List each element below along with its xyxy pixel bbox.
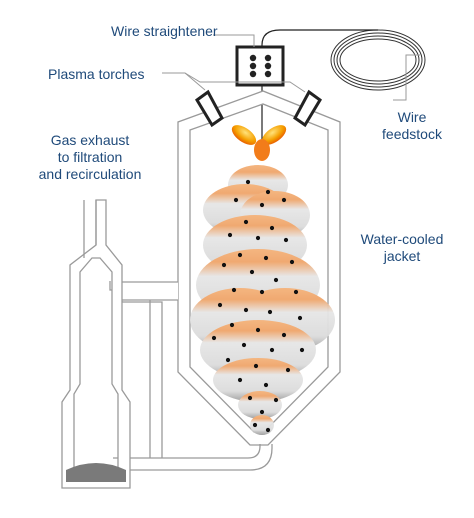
powder-particle xyxy=(233,197,239,203)
powder-particle xyxy=(253,363,259,369)
label-gas-exhaust-line3: and recirculation xyxy=(38,166,142,182)
powder-particle xyxy=(237,377,243,383)
powder-particle xyxy=(227,232,233,238)
powder-particle xyxy=(299,347,305,353)
powder-particle xyxy=(252,422,258,428)
label-gas-exhaust-line2: to filtration xyxy=(57,149,123,165)
powder-particle xyxy=(285,367,291,373)
plasma-torch-left xyxy=(195,89,257,145)
powder-particle xyxy=(221,262,227,268)
label-wire-feedstock-line1: Wire xyxy=(397,109,427,125)
label-wire-straightener: Wire straightener xyxy=(111,23,218,39)
powder-particle xyxy=(259,289,265,295)
label-water-cooled-jacket-line1: Water-cooled xyxy=(360,231,444,247)
powder-particle xyxy=(231,287,237,293)
label-plasma-torches: Plasma torches xyxy=(48,66,145,82)
flame-core xyxy=(254,139,270,161)
label-gas-exhaust-line1: Gas exhaust xyxy=(50,132,130,148)
wire-straightener xyxy=(235,45,285,87)
exhaust-duct xyxy=(109,281,273,471)
collected-powder xyxy=(66,463,126,482)
powder-particle xyxy=(245,179,251,185)
powder-particle xyxy=(211,335,217,341)
powder-particle xyxy=(293,289,299,295)
powder-particle xyxy=(273,277,279,283)
powder-particle xyxy=(255,235,261,241)
chamber-shell xyxy=(177,90,341,446)
powder-particle xyxy=(265,189,271,195)
label-water-cooled-jacket-line2: jacket xyxy=(383,248,421,264)
powder-particle xyxy=(255,327,261,333)
powder-particle xyxy=(289,259,295,265)
powder-plume xyxy=(190,165,335,435)
wire-coil xyxy=(330,29,426,91)
powder-particle xyxy=(267,309,273,315)
chamber-outlet xyxy=(119,281,178,301)
label-wire-feedstock: Wire feedstock xyxy=(362,109,462,143)
powder-particle xyxy=(241,342,247,348)
powder-particle xyxy=(229,322,235,328)
powder-particle xyxy=(249,269,255,275)
leader-lines xyxy=(162,34,420,101)
powder-particle xyxy=(243,219,249,225)
powder-particles xyxy=(211,179,305,433)
powder-particle xyxy=(297,315,303,321)
powder-particle xyxy=(281,197,287,203)
powder-particle xyxy=(259,409,265,415)
powder-particle xyxy=(243,307,249,313)
powder-particle xyxy=(263,382,269,388)
label-gas-exhaust: Gas exhaust to filtration and recirculat… xyxy=(14,132,166,183)
label-wire-feedstock-line2: feedstock xyxy=(382,126,442,142)
plasma-torch-right xyxy=(261,89,322,145)
powder-particle xyxy=(259,202,265,208)
powder-particle xyxy=(237,252,243,258)
powder-particle xyxy=(247,395,253,401)
label-water-cooled-jacket: Water-cooled jacket xyxy=(347,231,457,265)
powder-particle xyxy=(269,347,275,353)
powder-particle xyxy=(265,427,271,433)
powder-particle xyxy=(283,237,289,243)
powder-particle xyxy=(225,357,231,363)
wire-feed-line xyxy=(261,29,378,148)
cyclone-separator xyxy=(61,199,131,489)
powder-particle xyxy=(217,302,223,308)
powder-particle xyxy=(281,332,287,338)
powder-particle xyxy=(273,397,279,403)
powder-particle xyxy=(263,255,269,261)
exhaust-pipe xyxy=(83,200,97,258)
powder-particle xyxy=(269,225,275,231)
